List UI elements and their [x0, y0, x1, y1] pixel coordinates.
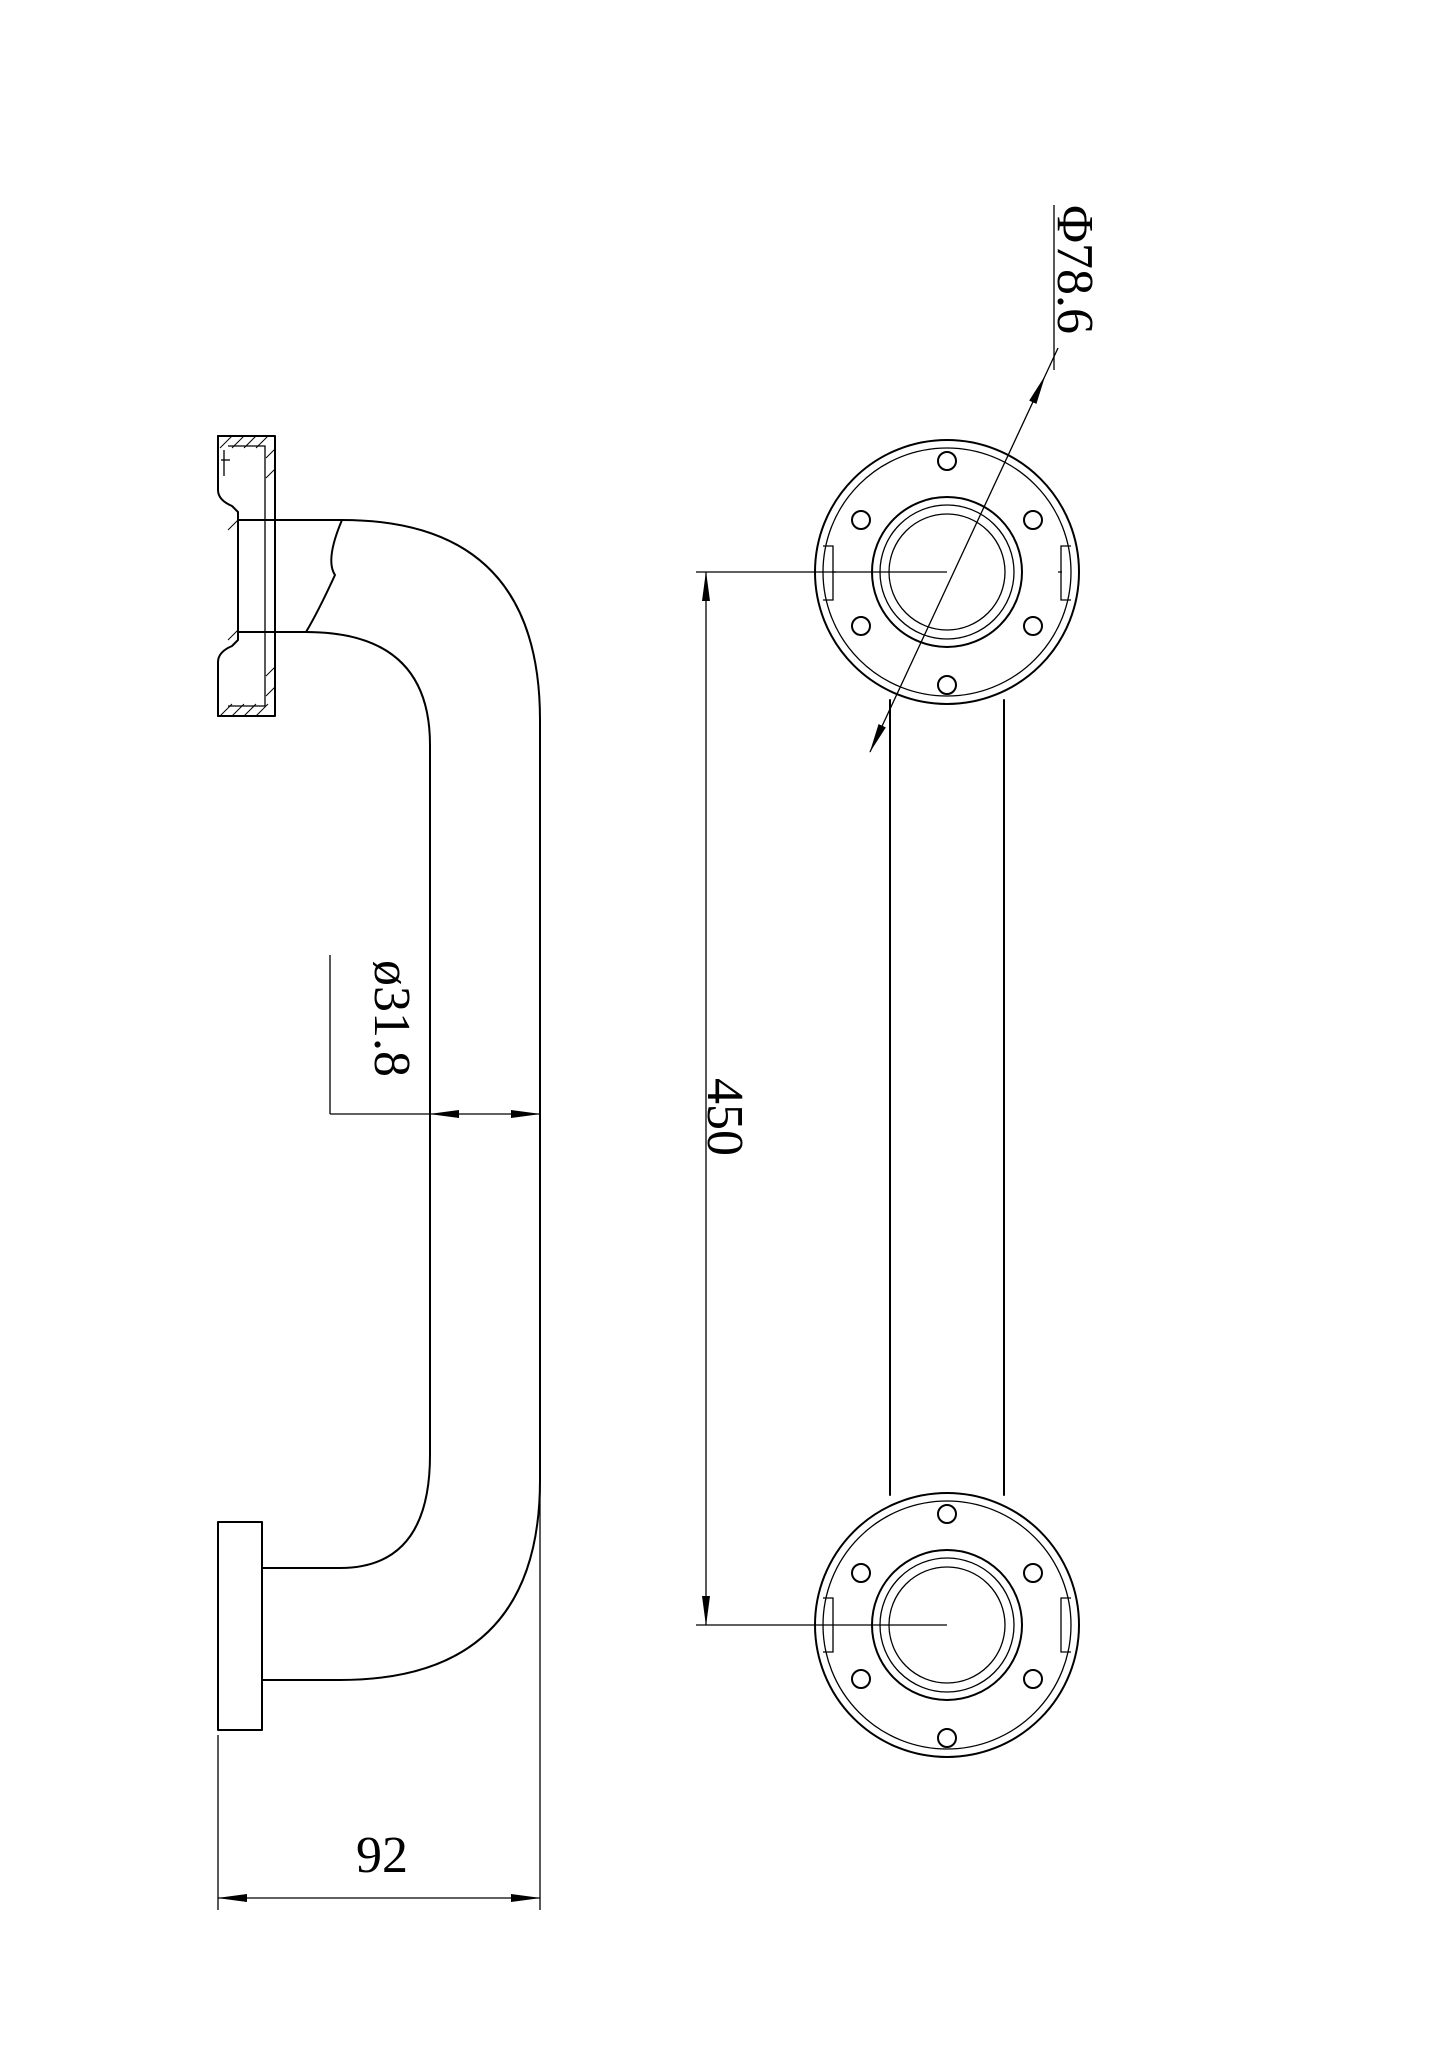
top-flange-section	[217, 435, 276, 717]
front-view-dimensions: 450 Φ78.6	[696, 205, 1103, 1626]
flange-hatching	[219, 435, 276, 717]
top-collar	[237, 519, 343, 633]
dim-depth-label: 92	[356, 1827, 408, 1884]
side-view	[217, 435, 541, 1731]
front-view	[814, 439, 1080, 1758]
dim-flange-diameter-label: Φ78.6	[1046, 205, 1103, 334]
collar-blend	[305, 519, 343, 633]
tube-outer-contour	[261, 519, 541, 1681]
dim-length-label: 450	[696, 1078, 753, 1156]
dim-tube-diameter-label: ø31.8	[363, 960, 420, 1077]
bottom-flange-side	[217, 1521, 263, 1731]
dim-flange-line	[869, 375, 1046, 753]
side-view-dimensions: 92 ø31.8	[217, 955, 541, 1910]
tube-inner-contour	[261, 631, 431, 1569]
